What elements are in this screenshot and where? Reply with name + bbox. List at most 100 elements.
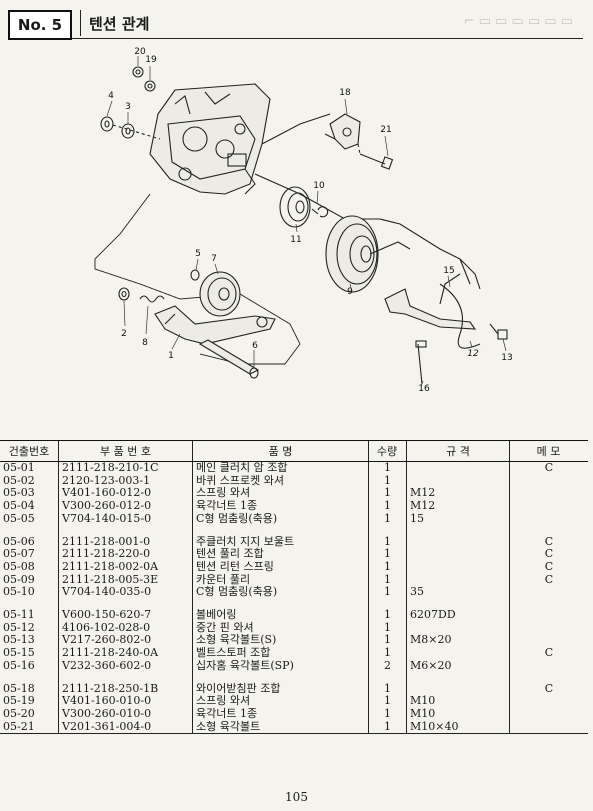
spacer-cell <box>368 525 407 536</box>
page-header: No. 5 텐션 관계 ⌐ ▭ ▭ ▭ ▭ ▭ ▭ <box>8 10 583 40</box>
spacer-cell <box>406 672 510 683</box>
page-number: 105 <box>285 790 308 804</box>
cell-part: V401-160-012-0 <box>58 487 193 501</box>
cell-qty: 1 <box>368 707 407 721</box>
belt-stopper-drawing <box>384 273 477 330</box>
cell-part: 2111-218-005-3E <box>58 573 193 587</box>
cell-memo: C <box>509 646 588 660</box>
cell-memo <box>509 621 588 635</box>
cell-qty: 1 <box>368 695 407 708</box>
cell-spec <box>406 548 510 561</box>
cell-name: 주클러치 지지 보울트 <box>192 535 369 549</box>
cell-name: 메인 클러치 암 조합 <box>192 461 369 475</box>
cell-spec: 6207DD <box>406 608 510 622</box>
cell-index: 05-11 <box>3 608 35 622</box>
cell-spec: 15 <box>406 512 510 526</box>
callout-label: 8 <box>142 338 148 348</box>
cell-spec <box>406 560 510 574</box>
callout-label: 21 <box>380 125 391 135</box>
cell-spec: M12 <box>406 499 510 513</box>
spacer-cell <box>368 599 407 610</box>
cell-part: 4106-102-028-0 <box>58 621 193 635</box>
cell-index: 05-02 <box>3 473 35 487</box>
column-header: 품 명 <box>192 440 369 462</box>
spacer-cell <box>192 672 369 683</box>
cell-spec: M12 <box>406 487 510 501</box>
cell-index: 05-04 <box>3 499 35 513</box>
bleed-through-text: ⌐ ▭ ▭ ▭ ▭ ▭ ▭ <box>463 14 573 29</box>
cell-memo <box>509 707 588 721</box>
spacer-cell <box>509 672 588 683</box>
clutch-housing-drawing <box>149 83 271 195</box>
cell-index: 05-08 <box>3 559 35 573</box>
spacer-cell <box>58 525 193 536</box>
cell-spec <box>406 573 510 587</box>
cell-spec: 35 <box>406 586 510 600</box>
cell-part: V201-361-004-0 <box>58 720 193 735</box>
cell-spec: M10×40 <box>406 720 510 735</box>
cell-memo: C <box>509 535 588 549</box>
cell-index: 05-10 <box>3 585 35 599</box>
group-spacer <box>0 599 588 610</box>
cell-part: V300-260-010-0 <box>58 707 193 721</box>
cell-qty: 1 <box>368 560 407 574</box>
spacer-cell <box>406 525 510 536</box>
cell-memo: C <box>509 461 588 475</box>
cell-memo <box>509 659 588 673</box>
cell-spec: M10 <box>406 695 510 708</box>
cell-name: 육각너트 1종 <box>192 707 369 721</box>
cell-name: 텐션 리턴 스프링 <box>192 560 369 574</box>
cell-memo: C <box>509 573 588 587</box>
cell-index: 05-06 <box>3 534 35 548</box>
cell-memo <box>509 474 588 488</box>
callout-label: 3 <box>125 102 131 112</box>
cell-name: 볼베어링 <box>192 608 369 622</box>
callout-label: 1 <box>168 351 174 361</box>
cell-part: V232-360-602-0 <box>58 659 193 673</box>
cell-memo <box>509 487 588 501</box>
cell-qty: 2 <box>368 659 407 673</box>
cell-qty: 1 <box>368 535 407 549</box>
cell-qty: 1 <box>368 474 407 488</box>
cell-index: 05-07 <box>3 547 35 561</box>
callout-label: 9 <box>347 287 353 297</box>
callout-label: 20 <box>134 47 146 57</box>
cell-part: V401-160-010-0 <box>58 695 193 708</box>
cell-qty: 1 <box>368 634 407 648</box>
cell-memo <box>509 720 588 735</box>
clutch-arm-drawing <box>154 305 276 345</box>
cell-qty: 1 <box>368 499 407 513</box>
callout-label: 13 <box>501 353 512 363</box>
cell-spec: M10 <box>406 707 510 721</box>
cell-name: 십자홈 육각볼트(SP) <box>192 659 369 673</box>
cell-index: 05-16 <box>3 658 35 672</box>
cell-part: 2111-218-002-0A <box>58 560 193 574</box>
spacer-cell <box>509 599 588 610</box>
main-pulley-drawing <box>325 215 411 293</box>
column-header: 건출번호 <box>0 440 59 462</box>
column-header: 메 모 <box>509 440 588 462</box>
cell-spec: M6×20 <box>406 659 510 673</box>
cell-index: 05-05 <box>3 511 35 525</box>
cell-index: 05-18 <box>3 681 35 695</box>
cell-index: 05-20 <box>3 706 35 720</box>
cell-part: 2120-123-003-1 <box>58 474 193 488</box>
cell-name: C형 멈춤링(축용) <box>192 586 369 600</box>
cell-qty: 1 <box>368 586 407 600</box>
cell-part: V704-140-015-0 <box>58 512 193 526</box>
callout-label: 12 <box>467 349 479 359</box>
spacer-cell <box>192 599 369 610</box>
